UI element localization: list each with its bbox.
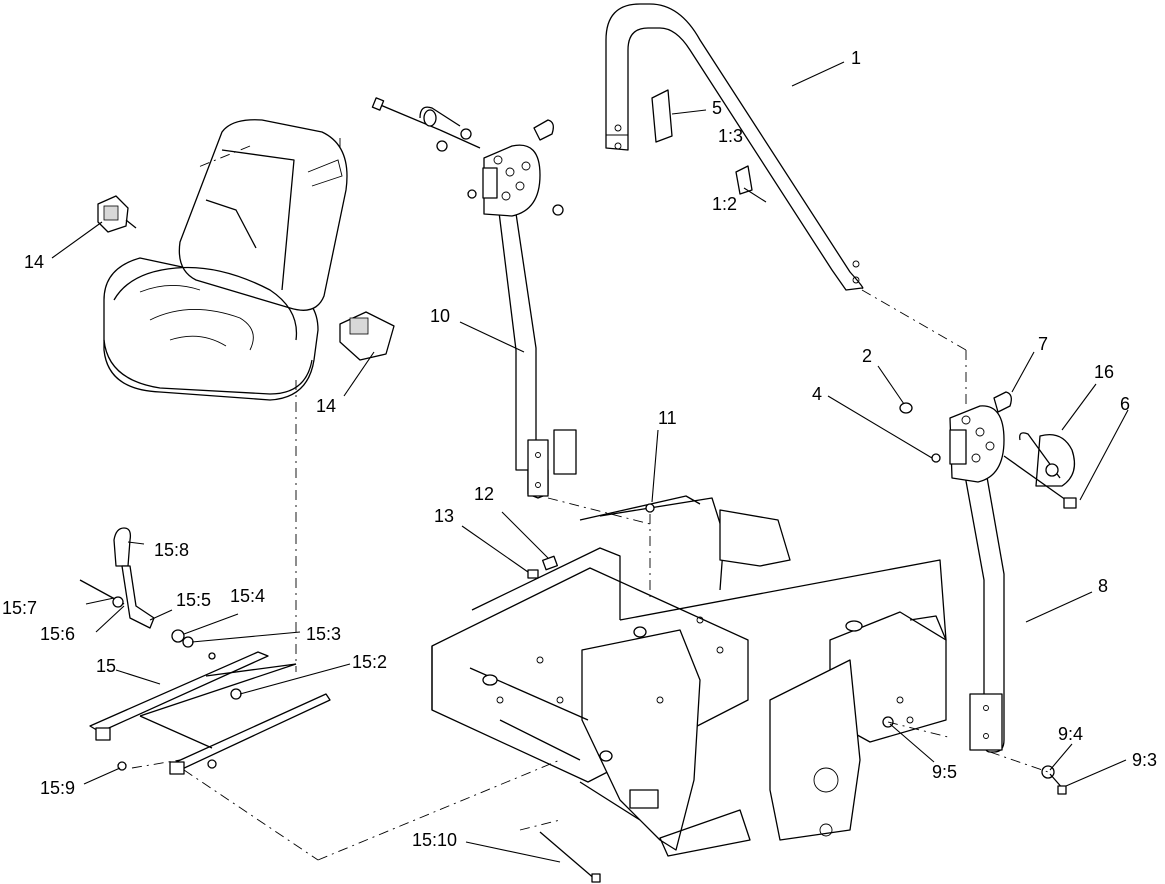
seat-switch: [97, 195, 137, 233]
decal-1-2: [735, 165, 753, 195]
seat-adjust-lever: [79, 527, 216, 660]
callout-15-7: 15:7: [2, 598, 37, 618]
callout-2: 2: [862, 346, 872, 366]
callout-1-2: 1:2: [712, 194, 737, 214]
callout-15-2: 15:2: [352, 652, 387, 672]
callout-16: 16: [1094, 362, 1114, 382]
roll-bar-upper: [605, 3, 864, 291]
callout-1: 1: [851, 48, 861, 68]
callout-15-4: 15:4: [230, 586, 265, 606]
callout-15-8: 15:8: [154, 540, 189, 560]
callout-7: 7: [1038, 334, 1048, 354]
callout-15-6: 15:6: [40, 624, 75, 644]
mower-frame: [431, 495, 947, 857]
callout-14-buckle: 14: [316, 396, 336, 416]
callout-15-5: 15:5: [176, 590, 211, 610]
callout-9-3: 9:3: [1132, 750, 1157, 770]
roll-bar-lower-left: [495, 189, 577, 499]
callout-10: 10: [430, 306, 450, 326]
callout-5: 5: [712, 98, 722, 118]
callout-6: 6: [1120, 394, 1130, 414]
callout-15-10: 15:10: [412, 830, 457, 850]
callout-15-9: 15:9: [40, 778, 75, 798]
frame-hardware: [527, 503, 1067, 883]
callout-11: 11: [658, 408, 677, 428]
roll-bar-lower-right: [963, 453, 1005, 753]
seat-assembly: [103, 119, 348, 401]
callout-13: 13: [434, 506, 454, 526]
callout-1-3: 1:3: [718, 126, 743, 146]
callout-15-3: 15:3: [306, 624, 341, 644]
callout-9-5: 9:5: [932, 762, 957, 782]
assembly-centerlines: [131, 92, 1049, 861]
decal-5: [651, 89, 673, 143]
seat-belt-buckle: [339, 311, 395, 361]
callout-15: 15: [96, 656, 116, 676]
callout-12: 12: [474, 484, 494, 504]
callout-labels: 1 5 1:3 1:2 2 4 7 16 6 8 10 11 12 13 14 …: [2, 48, 1157, 850]
left-pivot-bracket: [482, 144, 541, 217]
right-pivot-bracket: [949, 405, 1005, 483]
callout-14-switch: 14: [24, 252, 44, 272]
callout-4: 4: [812, 384, 822, 404]
right-pivot-hardware: [899, 391, 1077, 509]
leader-lines: [51, 61, 1129, 863]
seat-slide-rails: [89, 651, 331, 775]
callout-8: 8: [1098, 576, 1108, 596]
left-pivot-hardware: [371, 97, 564, 216]
callout-9-4: 9:4: [1058, 724, 1083, 744]
